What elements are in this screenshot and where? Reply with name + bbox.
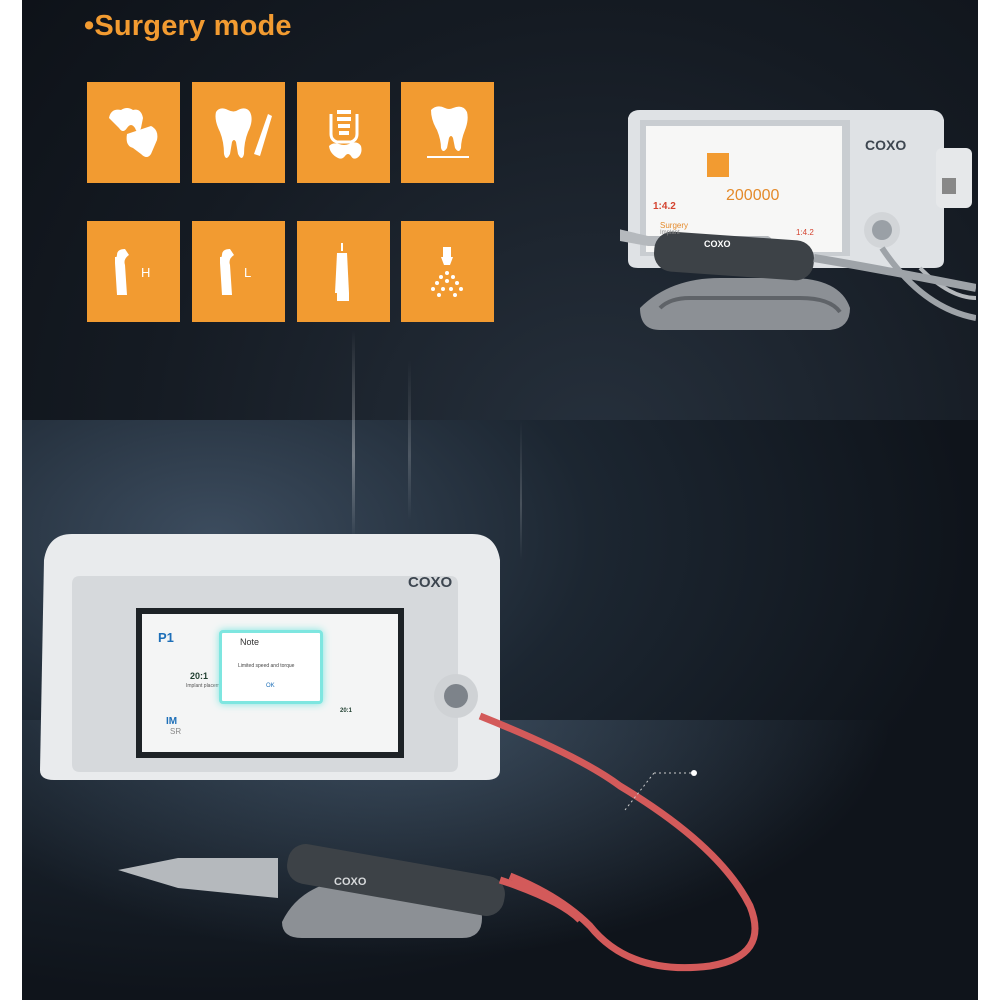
note-dialog: Note Limited speed and torque OK (219, 630, 323, 704)
main-mode-sub: SR (170, 727, 182, 736)
main-ratio: 20:1 (190, 671, 209, 681)
main-program: P1 (158, 630, 174, 645)
top-device: COXO 1:4.2 200000 Surgery Implant 1:4.2 … (620, 108, 976, 338)
top-brand: COXO (865, 137, 907, 153)
main-step: Implant placement (186, 683, 227, 689)
main-brand: COXO (408, 574, 453, 591)
dialog-title: Note (240, 637, 260, 647)
implant-icon (297, 82, 390, 183)
top-ratio-small: 1:4.2 (796, 228, 814, 237)
straight-handpiece-icon (297, 221, 390, 322)
handpiece-high-label: H (141, 265, 150, 280)
main-device: COXO P1 20:1 Implant placement IM SR Not… (40, 530, 510, 800)
dialog-text: Limited speed and torque (238, 663, 295, 669)
handpiece-high-icon: H (87, 221, 180, 322)
tooth-scalpel-icon (192, 82, 285, 183)
top-ratio: 1:4.2 (653, 201, 676, 212)
page-title: •Surgery mode (84, 10, 292, 42)
dialog-ok-button[interactable]: OK (266, 683, 275, 689)
crown-bridge-icon (87, 82, 180, 183)
tooth-root-icon (401, 82, 494, 183)
spray-icon (401, 221, 494, 322)
bottom-ratio: 20:1 (340, 708, 353, 714)
top-mode: Surgery (660, 221, 689, 230)
main-mode: IM (166, 716, 178, 727)
lower-handpiece-brand: COXO (334, 876, 367, 888)
top-mode-sub: Implant (660, 230, 680, 236)
handpiece-low-icon: L (192, 221, 285, 322)
top-handpiece-brand: COXO (704, 239, 731, 249)
top-speed: 200000 (726, 187, 780, 204)
handpiece-low-label: L (244, 265, 251, 280)
